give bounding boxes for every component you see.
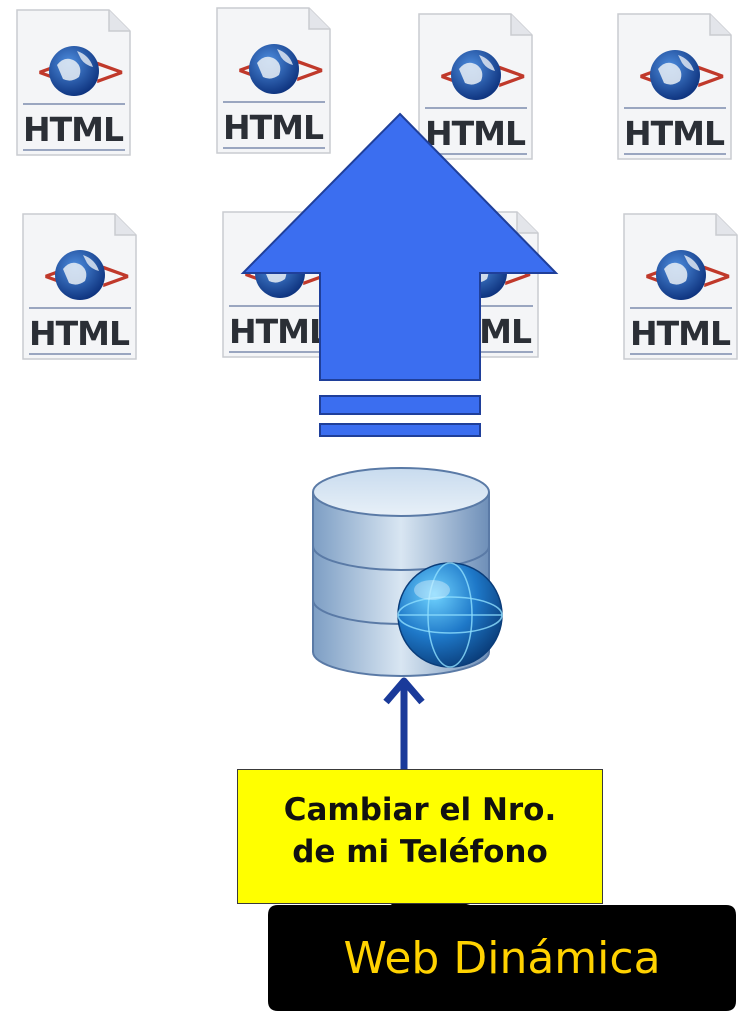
html-file-icon: HTML (620, 211, 740, 361)
html-file-label: HTML (425, 114, 526, 153)
html-file-label: HTML (29, 314, 130, 353)
html-file-icon: HTML (415, 11, 535, 161)
html-file-label: HTML (23, 110, 124, 149)
html-file-icon: HTML (19, 211, 139, 361)
callout-bubble (268, 870, 736, 1011)
html-file-label: HTML (624, 114, 725, 153)
yellow-note: Cambiar el Nro. de mi Teléfono (237, 769, 603, 904)
callout-text: Web Dinámica (343, 933, 661, 984)
up-arrow-icon (240, 112, 559, 437)
html-file-icon: HTML (213, 5, 333, 155)
html-file-label: HTML (630, 314, 731, 353)
note-line-2: de mi Teléfono (292, 834, 548, 870)
html-file-label: HTML (229, 312, 330, 351)
web-database-icon (312, 467, 503, 677)
html-file-icon: HTML (614, 11, 734, 161)
html-file-label: HTML (223, 108, 324, 147)
html-file-icon: HTML (219, 209, 339, 359)
note-line-1: Cambiar el Nro. (283, 792, 557, 828)
connector-arrow (383, 677, 425, 770)
html-file-icon: HTML (13, 7, 133, 157)
